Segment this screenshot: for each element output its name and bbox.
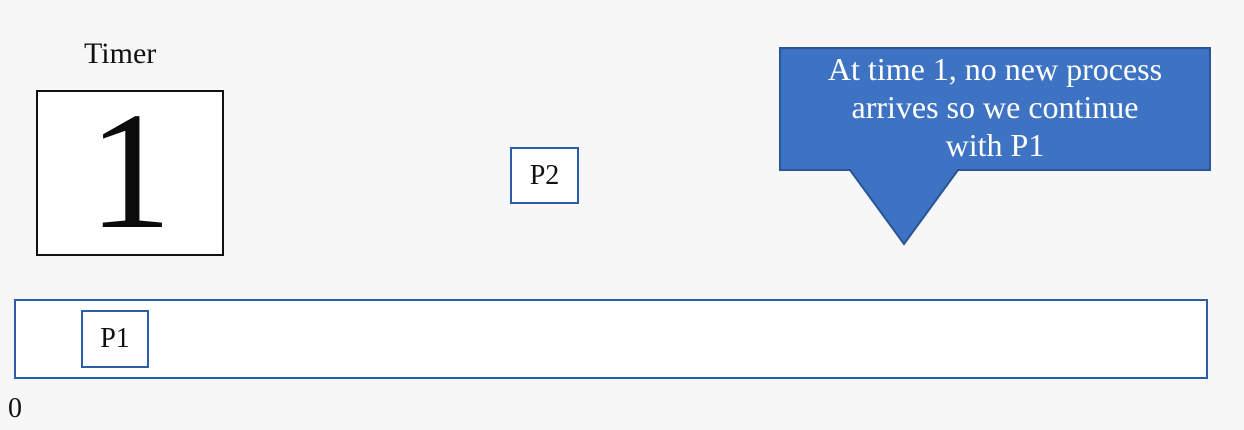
process-p1-label: P1 [100,323,130,354]
callout-shape [779,47,1211,246]
callout-line: arrives so we continue [851,89,1139,125]
process-p2-box: P2 [510,147,579,204]
process-p1-box: P1 [81,310,149,368]
process-p2-label: P2 [529,159,560,191]
timer-box: 1 [36,90,224,256]
callout-line: with P1 [945,127,1045,163]
callout: At time 1, no new process arrives so we … [778,46,1212,248]
callout-bubble [779,47,1211,246]
timer-value: 1 [88,90,172,256]
callout-line: At time 1, no new process [827,51,1163,87]
timer-label: Timer [84,37,157,70]
timeline-start-label: 0 [8,393,22,424]
timeline-bar [14,299,1208,379]
callout-text: At time 1, no new process arrives so we … [786,50,1204,164]
